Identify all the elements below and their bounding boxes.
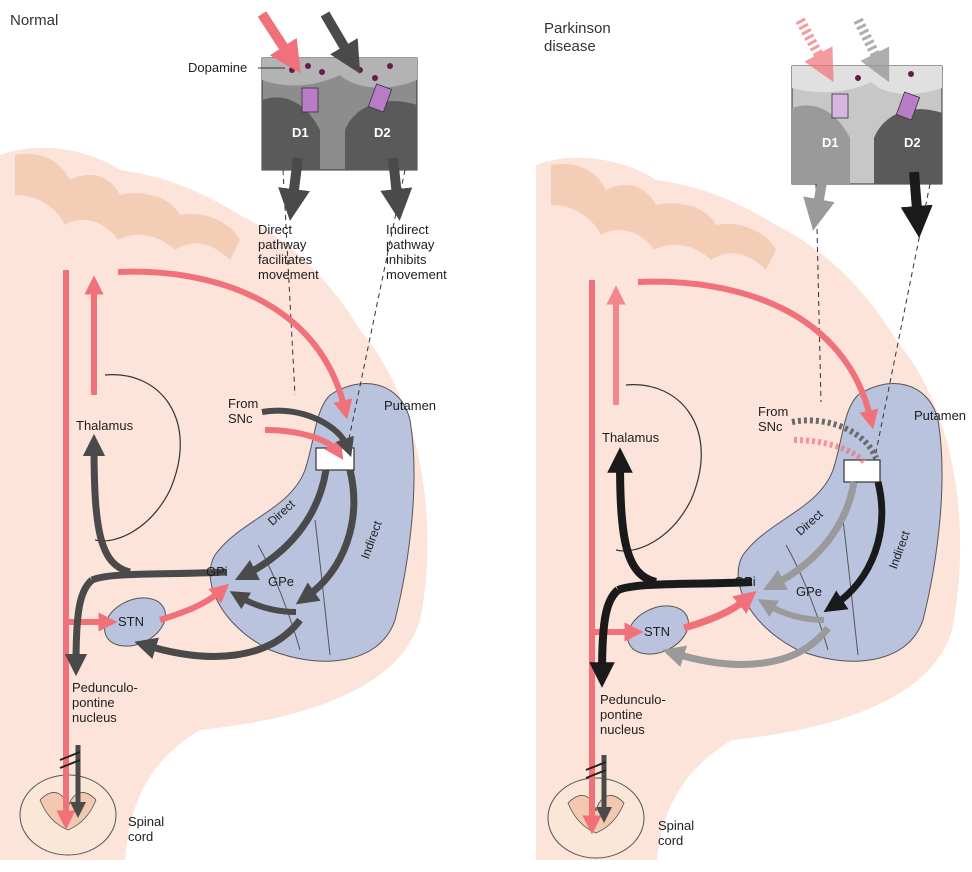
thalamus-label: Thalamus — [76, 418, 133, 433]
normal-panel: Normal Dopamine D1 D2 Direct pathway fac… — [0, 0, 486, 872]
panel-title: Parkinson disease — [544, 20, 611, 56]
d1-receptor-label: D1 — [822, 135, 839, 150]
dopamine-input-arrow-d2-weak — [858, 20, 882, 68]
stn-label: STN — [644, 624, 670, 639]
parkinson-panel: Parkinson disease D1 D2 Thalamus From SN… — [486, 0, 972, 872]
dopamine-input-arrow-d1-weak — [800, 20, 826, 68]
thalamus-label: Thalamus — [602, 430, 659, 445]
dopamine-input-arrow-d1 — [262, 14, 292, 60]
spinal-cord-label: Spinal cord — [658, 818, 694, 848]
normal-circuit-diagram — [0, 0, 486, 872]
gpi-label: GPi — [734, 574, 756, 589]
from-snc-label: From SNc — [228, 396, 258, 426]
d1-receptor-label: D1 — [292, 125, 309, 140]
d1-output-arrow — [292, 158, 298, 205]
gpi-label: GPi — [206, 564, 228, 579]
d2-output-arrow-strong — [914, 172, 918, 222]
panel-title: Normal — [10, 12, 58, 30]
gpe-label: GPe — [796, 584, 822, 599]
indirect-pathway-caption: Indirect pathway inhibits movement — [386, 222, 447, 282]
gpe-label: GPe — [268, 574, 294, 589]
dopamine-input-arrow-d2 — [325, 14, 352, 60]
direct-pathway-caption: Direct pathway facilitates movement — [258, 222, 319, 282]
putamen-label: Putamen — [914, 408, 966, 423]
d2-receptor-label: D2 — [374, 125, 391, 140]
spinal-cord-cross-section — [548, 778, 644, 858]
ppn-label: Pedunculo- pontine nucleus — [72, 680, 138, 725]
spinal-cord-label: Spinal cord — [128, 814, 164, 844]
from-snc-label: From SNc — [758, 404, 788, 434]
dopamine-label: Dopamine — [188, 60, 247, 75]
d2-receptor-label: D2 — [904, 135, 921, 150]
ppn-label: Pedunculo- pontine nucleus — [600, 692, 666, 737]
d2-output-arrow — [393, 158, 398, 205]
putamen-label: Putamen — [384, 398, 436, 413]
parkinson-circuit-diagram — [486, 0, 972, 872]
stn-label: STN — [118, 614, 144, 629]
